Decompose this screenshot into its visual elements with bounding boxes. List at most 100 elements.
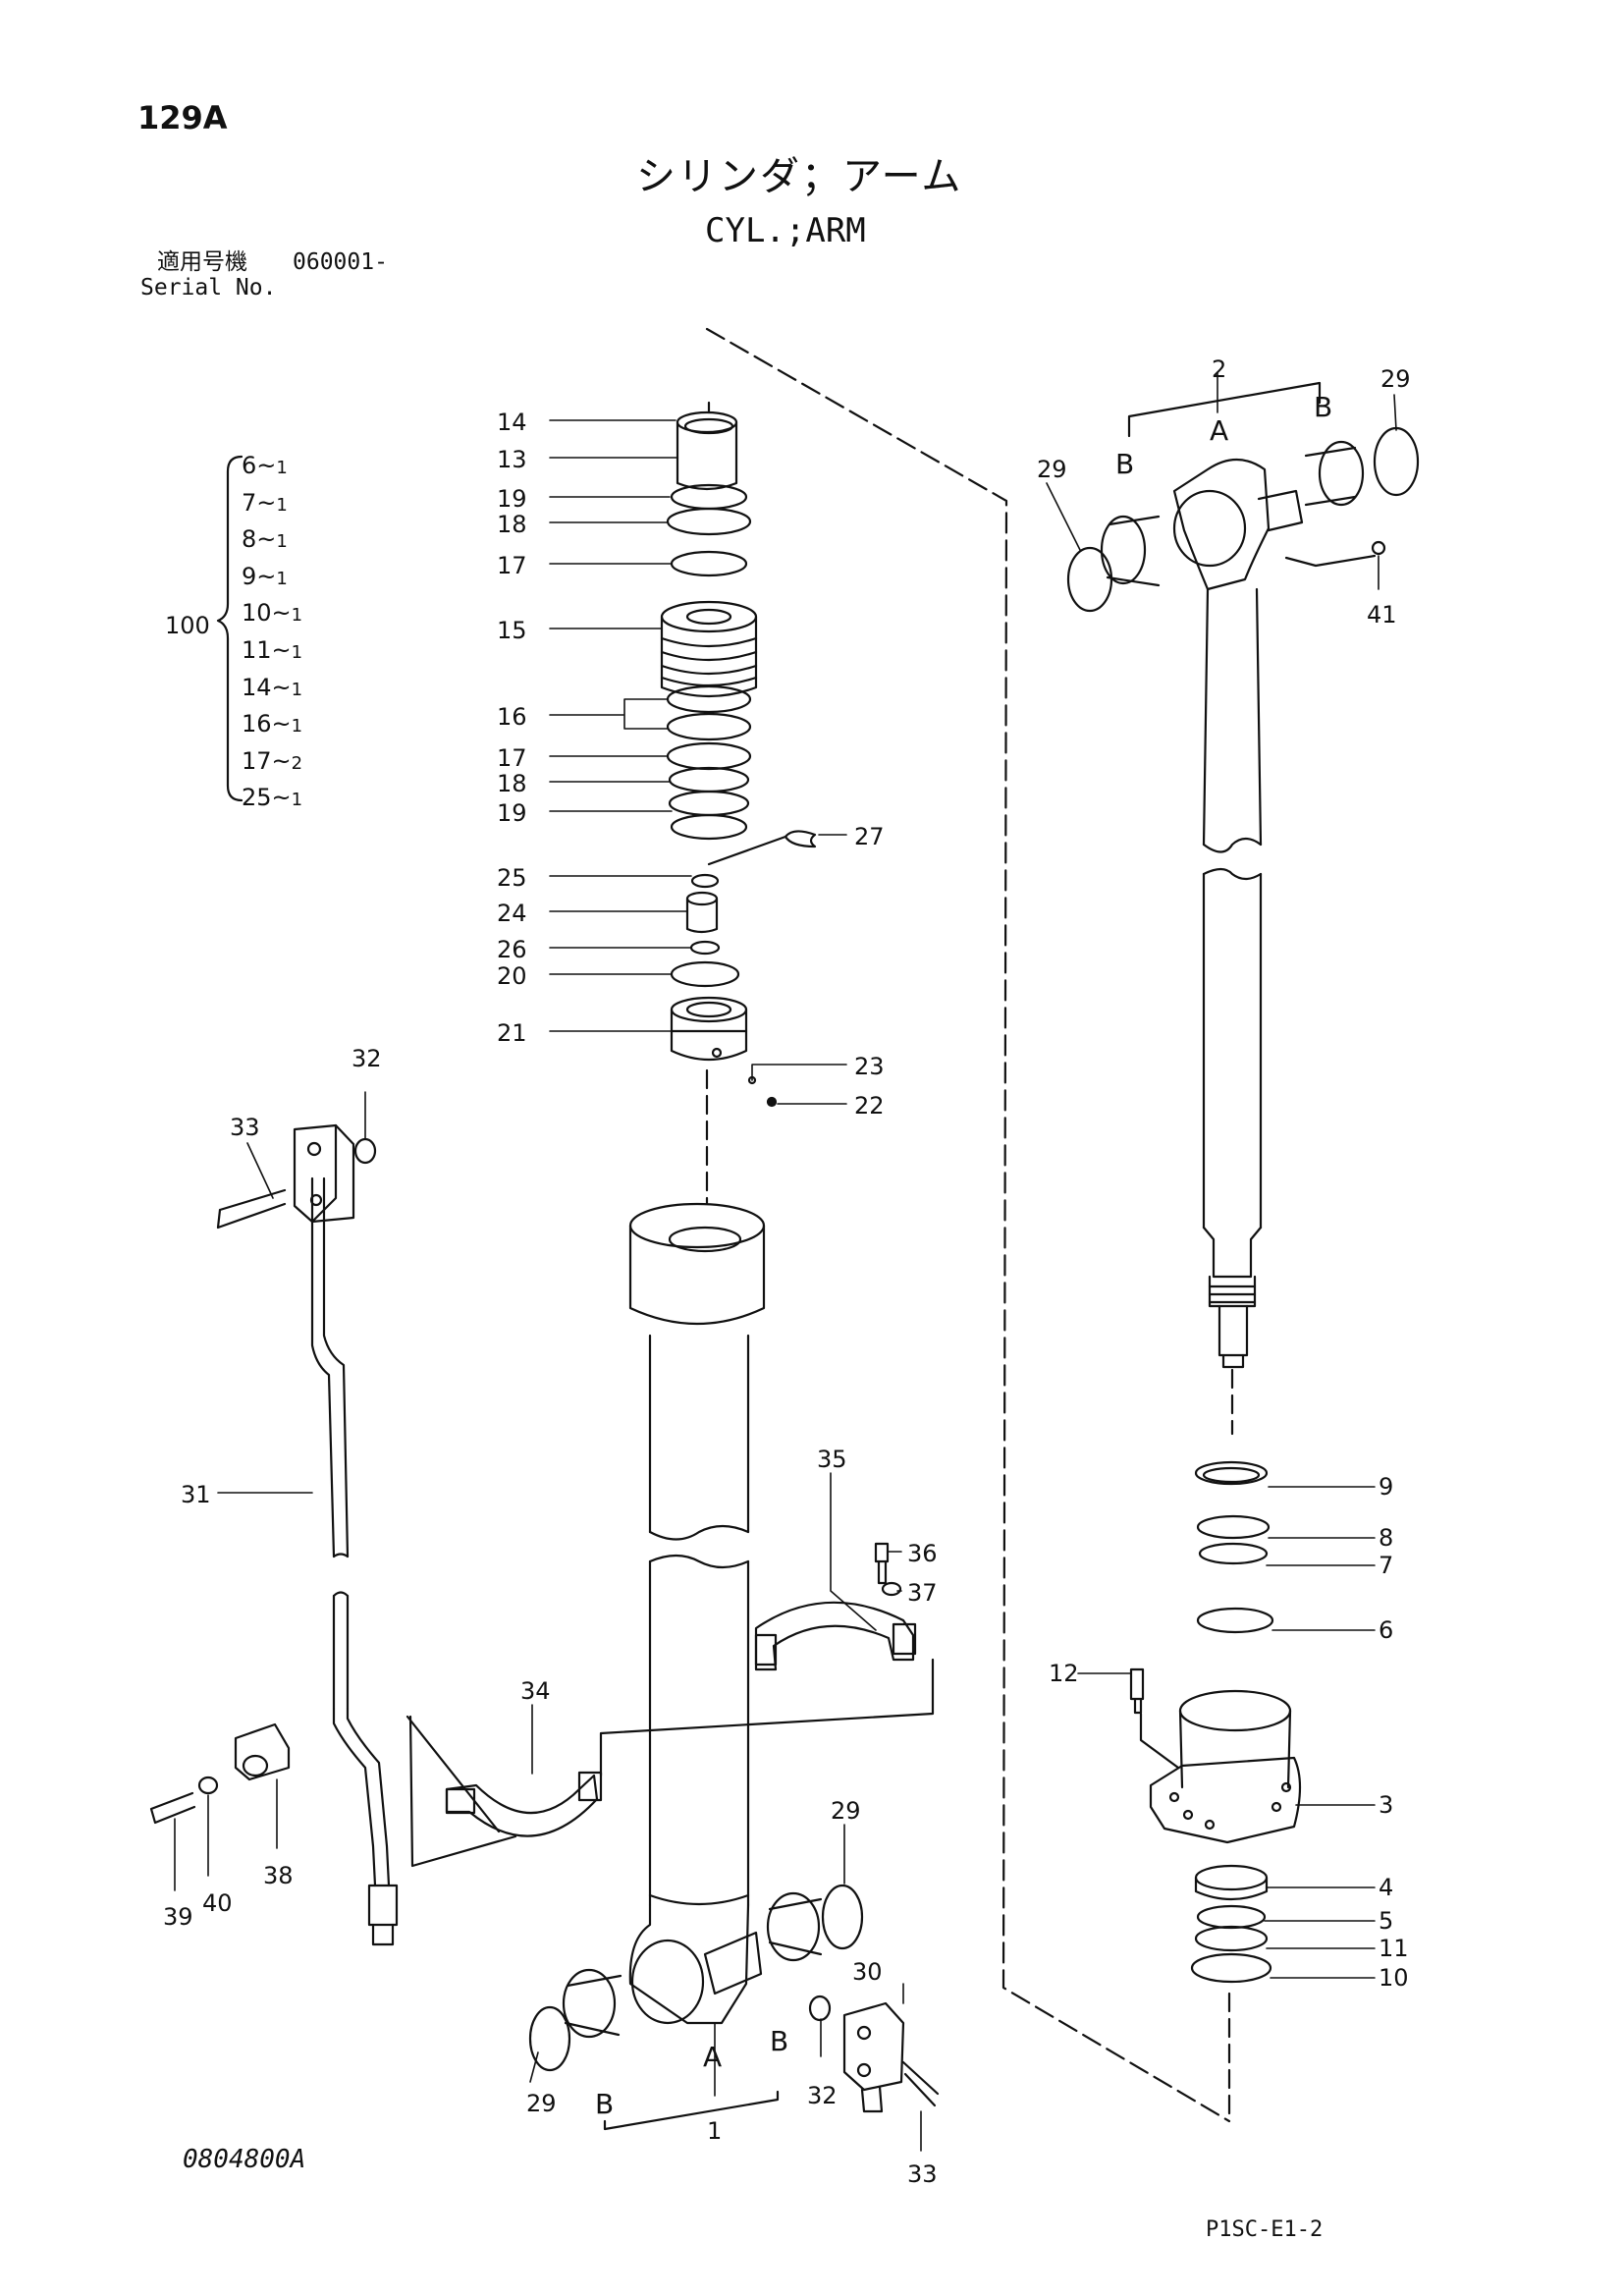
kit-number: 100 <box>165 612 210 639</box>
kit-item-qty: 1 <box>291 642 303 663</box>
kit-item-part: 7 <box>242 488 257 517</box>
serial-label-english: Serial No. <box>140 275 277 301</box>
kit-item: 9~1 <box>242 565 288 588</box>
drawing-number: 0804800A <box>183 2145 306 2174</box>
item-1-bracket <box>603 2090 780 2131</box>
callout-29: 29 <box>1037 456 1067 483</box>
callout-5: 5 <box>1379 1907 1393 1935</box>
callout-B: B <box>1115 448 1134 480</box>
title-english: CYL.;ARM <box>705 211 866 250</box>
kit-item-separator: ~ <box>271 784 292 812</box>
kit-item-qty: 2 <box>291 752 303 774</box>
callout-13: 13 <box>497 446 527 473</box>
callout-3: 3 <box>1379 1791 1393 1819</box>
clamp-34 <box>445 1771 603 1837</box>
piston-rod <box>1172 459 1304 1369</box>
callout-labels: 14 13 19 18 17 15 16 17 18 19 27 25 24 2… <box>163 355 1411 2188</box>
kit-item: 17~2 <box>242 749 302 773</box>
callout-40: 40 <box>202 1889 233 1917</box>
callout-18: 18 <box>497 511 527 538</box>
serial-value: 060001- <box>293 249 388 275</box>
callout-19: 19 <box>497 485 527 513</box>
kit-item: 16~1 <box>242 712 302 736</box>
kit-item-part: 10 <box>242 599 272 628</box>
kit-item-separator: ~ <box>271 599 292 628</box>
kit-item-separator: ~ <box>271 673 292 701</box>
gland-3 <box>1129 1667 1302 1844</box>
title-japanese: シリンダ；アーム <box>636 154 963 199</box>
callout-32: 32 <box>807 2082 838 2109</box>
callout-29: 29 <box>526 2090 557 2117</box>
callout-A: A <box>1210 414 1228 447</box>
callout-24: 24 <box>497 900 527 927</box>
kit-item-separator: ~ <box>256 488 277 517</box>
callout-33: 33 <box>907 2160 938 2188</box>
kit-item-part: 14 <box>242 673 272 701</box>
callout-29: 29 <box>831 1797 861 1825</box>
callout-A: A <box>703 2041 722 2073</box>
rod-end-seals <box>1194 1460 1274 1634</box>
callout-18: 18 <box>497 770 527 797</box>
clamp-35 <box>754 1601 917 1671</box>
flange-block-upper <box>216 1123 377 1230</box>
bottom-bushing-left <box>528 1968 622 2072</box>
callout-30: 30 <box>852 1958 883 1986</box>
kit-item-qty: 1 <box>276 458 288 478</box>
callout-4: 4 <box>1379 1874 1393 1901</box>
kit-item-separator: ~ <box>256 562 277 590</box>
callout-17: 17 <box>497 552 527 579</box>
callout-33: 33 <box>230 1114 260 1141</box>
kit-item-part: 11 <box>242 636 272 664</box>
kit-item: 8~1 <box>242 527 288 551</box>
callout-10: 10 <box>1379 1964 1409 1992</box>
callout-7: 7 <box>1379 1552 1393 1579</box>
clamp-38 <box>149 1722 291 1825</box>
kit-item-part: 25 <box>242 784 272 812</box>
callout-37: 37 <box>907 1579 938 1607</box>
callout-12: 12 <box>1049 1660 1079 1687</box>
callout-32: 32 <box>352 1045 382 1072</box>
callout-29: 29 <box>1380 365 1411 393</box>
callout-B: B <box>770 2025 788 2057</box>
callout-8: 8 <box>1379 1524 1393 1552</box>
gland-seals <box>1190 1864 1272 1984</box>
kit-item-separator: ~ <box>271 710 292 738</box>
assembly-phantom-line <box>705 327 1231 2123</box>
callout-14: 14 <box>497 409 527 436</box>
kit-item-qty: 1 <box>291 605 303 627</box>
page-code: P1SC-E1-2 <box>1206 2217 1324 2242</box>
kit-item-separator: ~ <box>271 636 292 664</box>
pipe-31 <box>310 1176 399 1946</box>
callout-19: 19 <box>497 799 527 827</box>
callout-27: 27 <box>854 823 885 850</box>
kit-item: 14~1 <box>242 676 302 699</box>
kit-item-qty: 1 <box>291 790 303 811</box>
page-number: 129A <box>137 99 228 137</box>
callout-16: 16 <box>497 703 527 731</box>
top-bushing-left <box>1066 515 1161 613</box>
callout-22: 22 <box>854 1092 885 1120</box>
callout-38: 38 <box>263 1862 294 1889</box>
kit-item: 25~1 <box>242 786 302 809</box>
kit-item-part: 17 <box>242 746 272 775</box>
kit-item: 10~1 <box>242 601 302 625</box>
kit-item-separator: ~ <box>271 746 292 775</box>
kit-brace <box>216 455 243 802</box>
serial-label-japanese: 適用号機 <box>157 249 247 275</box>
kit-item-part: 8 <box>242 525 257 554</box>
callout-41: 41 <box>1367 601 1397 629</box>
kit-item: 7~1 <box>242 491 288 515</box>
cylinder-tube <box>628 1202 766 2025</box>
top-bushing-right <box>1304 426 1420 556</box>
callout-23: 23 <box>854 1053 885 1080</box>
kit-item-part: 16 <box>242 710 272 738</box>
callout-9: 9 <box>1379 1473 1393 1501</box>
kit-item-separator: ~ <box>256 452 277 479</box>
callout-1: 1 <box>707 2117 722 2145</box>
kit-item-qty: 1 <box>291 716 303 738</box>
callout-17: 17 <box>497 744 527 772</box>
callout-31: 31 <box>181 1481 211 1508</box>
callout-11: 11 <box>1379 1935 1409 1962</box>
kit-item-separator: ~ <box>256 525 277 554</box>
kit-item-qty: 1 <box>276 568 288 589</box>
